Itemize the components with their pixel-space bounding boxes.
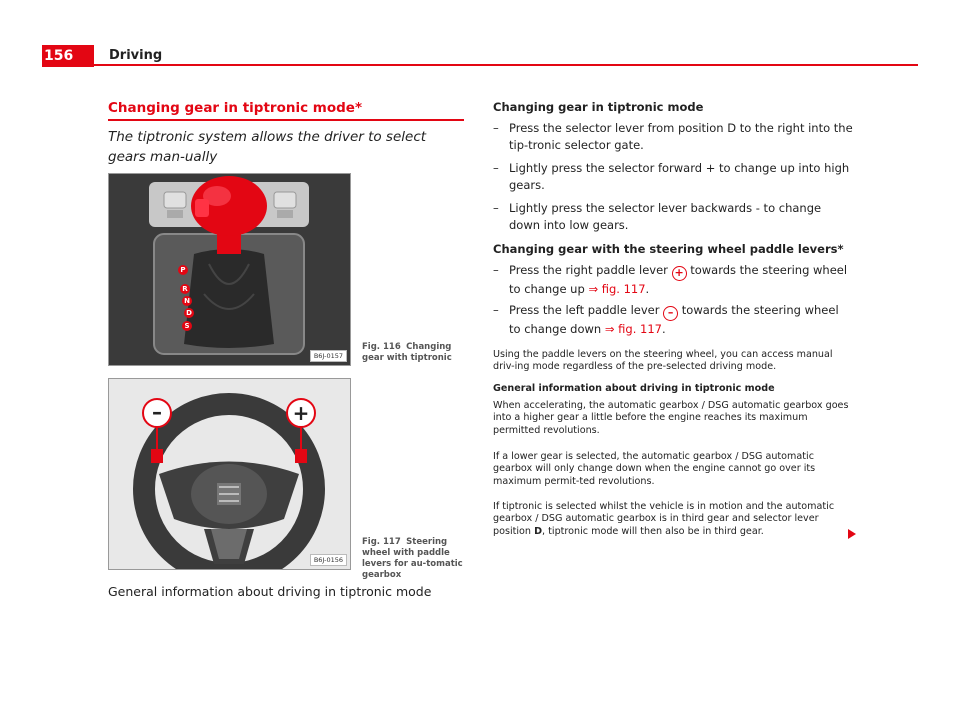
figure-label: Fig. 116 [362, 342, 401, 352]
figure-link[interactable]: ⇒ fig. 117 [604, 322, 662, 336]
steering-wheel-illustration: – + [109, 379, 350, 569]
page-number: 156 [42, 45, 94, 67]
paragraph: When accelerating, the automatic gearbox… [493, 400, 849, 436]
section-subtitle: The tiptronic system allows the driver t… [108, 129, 427, 165]
heading-tiptronic: Changing gear in tiptronic mode [493, 100, 704, 114]
gear-label-s: S [182, 321, 192, 331]
chapter-title: Driving [109, 48, 163, 63]
left-bottom-heading: General information about driving in tip… [108, 584, 432, 599]
gear-label-r: R [180, 284, 190, 294]
paragraph: If a lower gear is selected, the automat… [493, 451, 816, 487]
gear-label-n: N [182, 296, 192, 306]
figure-link[interactable]: ⇒ fig. 117 [588, 282, 646, 296]
section-title: Changing gear in tiptronic mode* [108, 100, 363, 116]
figure-code: B6J-0157 [309, 350, 347, 362]
svg-text:–: – [152, 400, 162, 424]
figure-code: B6J-0156 [309, 554, 347, 566]
minus-icon: – [663, 306, 679, 321]
list-item: – Press the right paddle lever + towards… [493, 263, 848, 296]
figure-steering-wheel: – + B6J-0156 [108, 378, 351, 570]
figure-caption-text: Changing gear with tiptronic [362, 342, 452, 363]
heading-general-info: General information about driving in tip… [493, 383, 775, 394]
section-divider [108, 119, 464, 121]
figure-gear-selector: P R N D S B6J-0157 [108, 173, 351, 366]
list-item: – Press the left paddle lever – towards … [493, 303, 839, 336]
figure-label: Fig. 117 [362, 537, 401, 547]
gear-selector-illustration [109, 174, 350, 365]
figure-116-caption: Fig. 116 Changing gear with tiptronic [362, 342, 467, 364]
heading-paddle-levers: Changing gear with the steering wheel pa… [493, 242, 844, 256]
list-item: –Lightly press the selector forward + to… [493, 161, 850, 192]
svg-text:+: + [293, 401, 310, 425]
list-item: –Lightly press the selector lever backwa… [493, 201, 822, 232]
figure-117-caption: Fig. 117 Steering wheel with paddle leve… [362, 537, 467, 581]
continue-arrow-icon [848, 529, 856, 539]
paragraph: Using the paddle levers on the steering … [493, 349, 833, 373]
header-divider [94, 64, 918, 66]
gear-label-d: D [184, 308, 194, 318]
paragraph: If tiptronic is selected whilst the vehi… [493, 501, 835, 537]
figure-caption-text: Steering wheel with paddle levers for au… [362, 537, 463, 580]
gear-label-p: P [178, 265, 188, 275]
plus-icon: + [671, 266, 687, 281]
list-item: –Press the selector lever from position … [493, 121, 853, 152]
